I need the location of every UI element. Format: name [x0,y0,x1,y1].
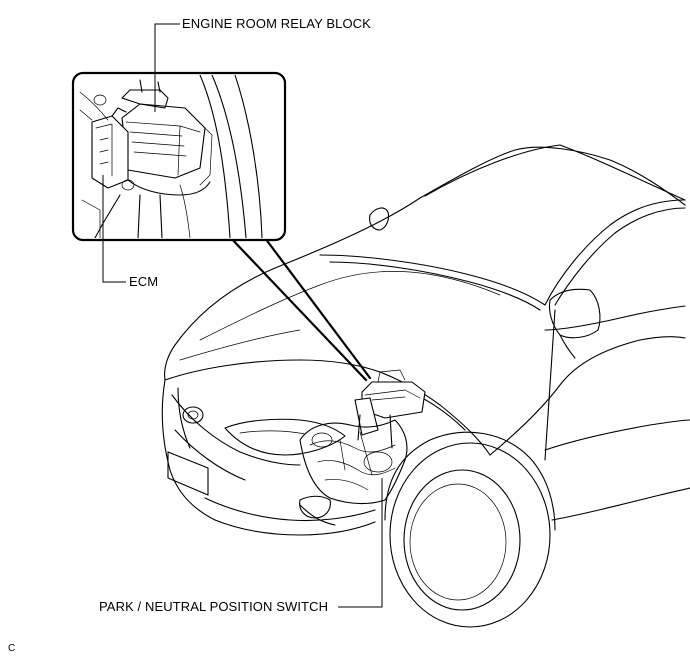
engine-compartment [299,369,426,505]
leader-lines [102,23,383,608]
ecm-label: ECM [129,274,159,289]
vehicle-outline [161,144,690,628]
relay-block-label: ENGINE ROOM RELAY BLOCK [182,16,371,31]
figure-code: C [8,643,16,654]
park-neutral-switch-label: PARK / NEUTRAL POSITION SWITCH [99,599,329,614]
inset-detail-box [71,71,287,242]
inset-pointer [226,232,372,382]
